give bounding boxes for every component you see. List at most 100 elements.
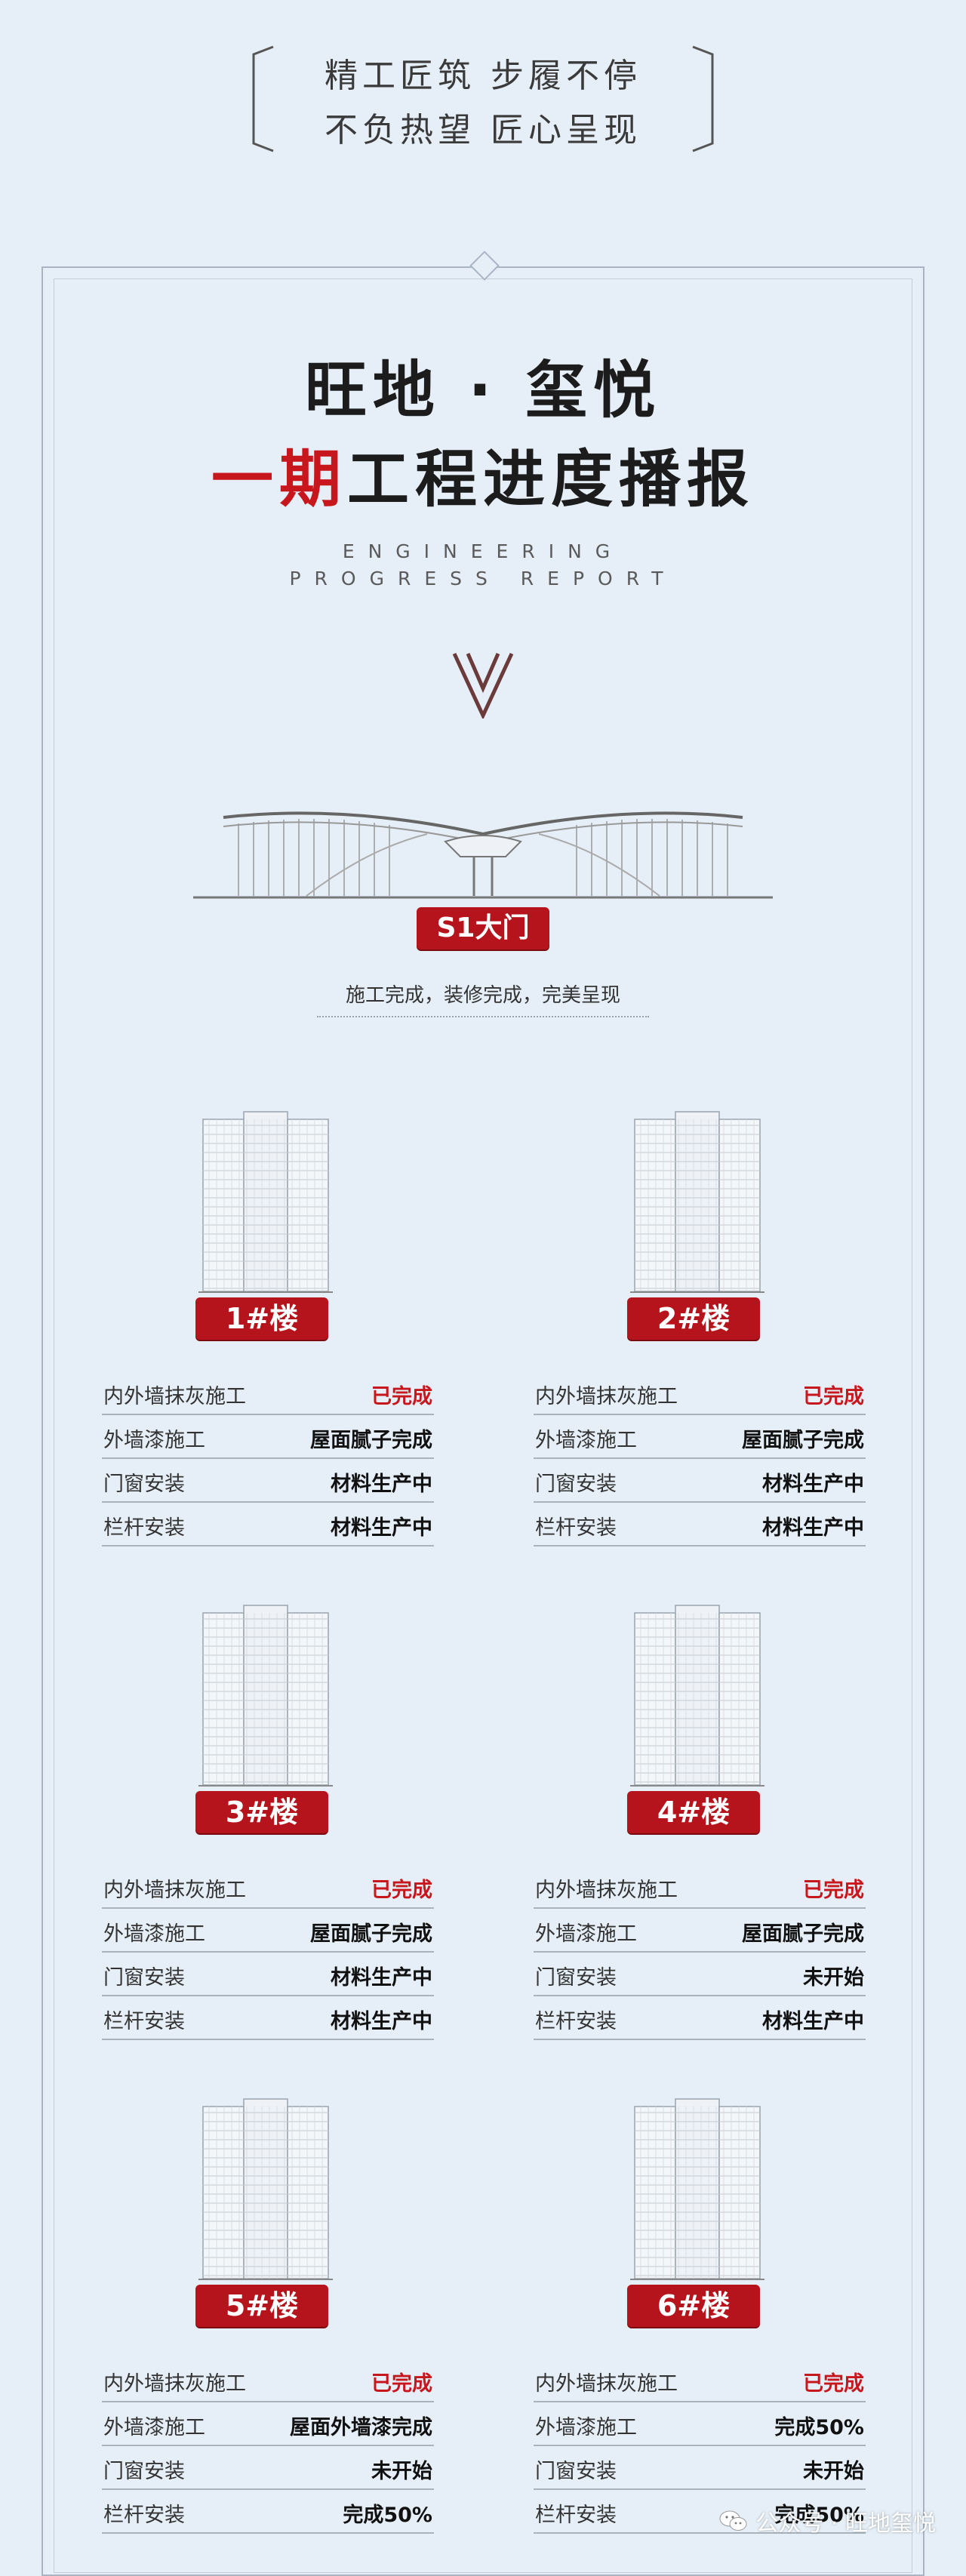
progress-row: 栏杆安装 完成50% xyxy=(534,2490,866,2534)
task-label: 内外墙抹灰施工 xyxy=(535,1879,678,1902)
building-illustration xyxy=(198,2098,333,2280)
progress-row: 外墙漆施工 完成50% xyxy=(534,2402,866,2446)
task-status: 已完成 xyxy=(803,1385,864,1408)
task-label: 内外墙抹灰施工 xyxy=(103,1879,246,1902)
building-block: 5#楼内外墙抹灰施工 已完成外墙漆施工 屋面外墙漆完成门窗安装 未开始栏杆安装 完成50… xyxy=(102,2093,434,2538)
task-label: 外墙漆施工 xyxy=(103,2416,205,2439)
task-status: 材料生产中 xyxy=(762,2010,864,2033)
task-status: 材料生产中 xyxy=(331,1966,432,1990)
task-label: 栏杆安装 xyxy=(103,2010,185,2033)
page-subtitle: 一期工程进度播报 xyxy=(0,429,966,519)
dotted-divider xyxy=(317,1016,649,1017)
task-label: 栏杆安装 xyxy=(103,2504,185,2527)
building-illustration xyxy=(630,1111,764,1293)
building-illustration xyxy=(630,2098,764,2280)
progress-list: 内外墙抹灰施工 已完成外墙漆施工 屋面腻子完成门窗安装材料生产中栏杆安装 材料生产中 xyxy=(102,1865,434,2040)
building-label-badge: 2#楼 xyxy=(627,1297,760,1340)
progress-row: 栏杆安装材料生产中 xyxy=(534,1996,866,2040)
task-status: 已完成 xyxy=(371,1385,432,1408)
task-status: 未开始 xyxy=(371,2460,432,2483)
double-chevron-down-icon xyxy=(452,652,514,719)
building-illustration xyxy=(630,1605,764,1787)
progress-row: 外墙漆施工屋面腻子完成 xyxy=(534,1909,866,1953)
progress-list: 内外墙抹灰施工 已完成外墙漆施工 屋面腻子完成门窗安装 材料生产中栏杆安装材料生产中 xyxy=(102,1371,434,1547)
building-block: 1#楼内外墙抹灰施工 已完成外墙漆施工 屋面腻子完成门窗安装 材料生产中栏杆安装材料生… xyxy=(102,1106,434,1551)
task-status: 材料生产中 xyxy=(331,1473,432,1496)
task-label: 门窗安装 xyxy=(535,2460,617,2483)
task-status: 已完成 xyxy=(803,2372,864,2396)
progress-row: 栏杆安装材料生产中 xyxy=(534,1503,866,1547)
task-status: 材料生产中 xyxy=(762,1473,864,1496)
progress-row: 外墙漆施工屋面腻子完成 xyxy=(534,1415,866,1459)
task-status: 完成50% xyxy=(774,2504,864,2527)
building-block: 2#楼内外墙抹灰施工已完成外墙漆施工屋面腻子完成门窗安装材料生产中栏杆安装材料生… xyxy=(534,1106,866,1551)
gate-label-badge: S1大门 xyxy=(417,907,549,949)
task-label: 内外墙抹灰施工 xyxy=(103,2372,246,2396)
task-status: 屋面外墙漆完成 xyxy=(290,2416,432,2439)
progress-row: 栏杆安装材料生产中 xyxy=(102,1503,434,1547)
progress-list: 内外墙抹灰施工 已完成外墙漆施工 屋面外墙漆完成门窗安装 未开始栏杆安装 完成50% xyxy=(102,2359,434,2534)
task-label: 内外墙抹灰施工 xyxy=(535,1385,678,1408)
progress-list: 内外墙抹灰施工 已完成外墙漆施工屋面腻子完成门窗安装 未开始栏杆安装材料生产中 xyxy=(534,1865,866,2040)
building-label-badge: 3#楼 xyxy=(195,1791,328,1833)
progress-row: 内外墙抹灰施工 已完成 xyxy=(534,1865,866,1909)
task-label: 门窗安装 xyxy=(535,1966,617,1990)
task-label: 外墙漆施工 xyxy=(103,1922,205,1946)
task-label: 外墙漆施工 xyxy=(103,1429,205,1452)
left-bracket-icon xyxy=(251,44,276,154)
subtitle-rest: 工程进度播报 xyxy=(347,444,755,516)
building-block: 6#楼内外墙抹灰施工已完成外墙漆施工完成50%门窗安装未开始栏杆安装完成50% xyxy=(534,2093,866,2538)
task-status: 完成50% xyxy=(774,2416,864,2439)
building-label-badge: 6#楼 xyxy=(627,2285,760,2327)
building-illustration xyxy=(198,1605,333,1787)
right-bracket-icon xyxy=(690,44,715,154)
progress-row: 内外墙抹灰施工 已完成 xyxy=(102,2359,434,2402)
progress-row: 栏杆安装 材料生产中 xyxy=(102,1996,434,2040)
progress-row: 门窗安装 未开始 xyxy=(534,2446,866,2490)
gate-description: 施工完成，装修完成，完美呈现 xyxy=(345,984,620,1007)
progress-row: 门窗安装 材料生产中 xyxy=(102,1459,434,1503)
progress-row: 门窗安装 材料生产中 xyxy=(534,1459,866,1503)
progress-row: 外墙漆施工 屋面外墙漆完成 xyxy=(102,2402,434,2446)
watermark: 公众号 · 旺地玺悦 xyxy=(719,2504,936,2538)
progress-list: 内外墙抹灰施工已完成外墙漆施工完成50%门窗安装未开始栏杆安装完成50% xyxy=(534,2359,866,2534)
task-label: 外墙漆施工 xyxy=(535,2416,637,2439)
building-label-badge: 1#楼 xyxy=(195,1297,328,1340)
watermark-text: 公众号 · 旺地玺悦 xyxy=(755,2510,936,2537)
slogan-line-2: 不负热望 匠心呈现 xyxy=(325,111,641,149)
progress-row: 栏杆安装 完成50% xyxy=(102,2490,434,2534)
task-status: 屋面腻子完成 xyxy=(742,1429,864,1452)
slogan: 精工匠筑 步履不停 不负热望 匠心呈现 xyxy=(251,44,715,154)
task-label: 门窗安装 xyxy=(535,1473,617,1496)
progress-row: 门窗安装 未开始 xyxy=(534,1953,866,1996)
task-status: 已完成 xyxy=(371,1879,432,1902)
progress-list: 内外墙抹灰施工已完成外墙漆施工屋面腻子完成门窗安装材料生产中栏杆安装材料生产中 xyxy=(534,1371,866,1547)
wechat-icon xyxy=(719,2510,747,2531)
progress-row: 外墙漆施工 屋面腻子完成 xyxy=(102,1909,434,1953)
progress-row: 内外墙抹灰施工 已完成 xyxy=(534,1371,866,1415)
task-status: 屋面腻子完成 xyxy=(310,1922,432,1946)
task-label: 门窗安装 xyxy=(103,2460,185,2483)
task-status: 材料生产中 xyxy=(762,1516,864,1540)
building-block: 3#楼内外墙抹灰施工 已完成外墙漆施工 屋面腻子完成门窗安装材料生产中栏杆安装 材料生… xyxy=(102,1599,434,2045)
task-status: 未开始 xyxy=(803,1966,864,1990)
page-title: 旺地 · 玺悦 xyxy=(304,355,662,426)
building-label-badge: 5#楼 xyxy=(195,2285,328,2327)
task-status: 已完成 xyxy=(803,1879,864,1902)
task-status: 材料生产中 xyxy=(331,2010,432,2033)
progress-row: 内外墙抹灰施工 已完成 xyxy=(534,2359,866,2402)
english-title-line-2: PROGRESS REPORT xyxy=(289,568,677,589)
task-status: 已完成 xyxy=(371,2372,432,2396)
progress-row: 门窗安装 未开始 xyxy=(102,2446,434,2490)
building-illustration xyxy=(198,1111,333,1293)
task-status: 完成50% xyxy=(343,2504,432,2527)
task-label: 内外墙抹灰施工 xyxy=(535,2372,678,2396)
progress-row: 内外墙抹灰施工 已完成 xyxy=(102,1865,434,1909)
task-label: 栏杆安装 xyxy=(535,2504,617,2527)
task-status: 未开始 xyxy=(803,2460,864,2483)
building-label-badge: 4#楼 xyxy=(627,1791,760,1833)
task-status: 屋面腻子完成 xyxy=(310,1429,432,1452)
task-label: 门窗安装 xyxy=(103,1473,185,1496)
progress-row: 门窗安装材料生产中 xyxy=(102,1953,434,1996)
task-label: 内外墙抹灰施工 xyxy=(103,1385,246,1408)
